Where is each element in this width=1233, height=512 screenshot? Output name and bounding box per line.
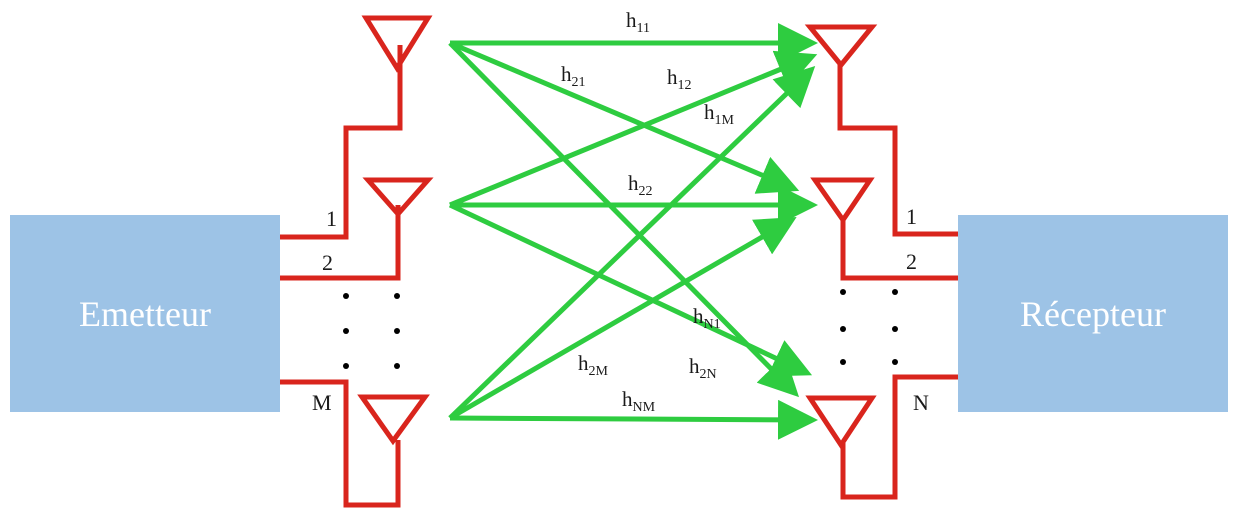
channel-label-h12: h12 bbox=[667, 65, 692, 93]
dot bbox=[892, 326, 898, 332]
tx-wire-1 bbox=[280, 45, 403, 240]
channel-label-h2n: h2N bbox=[689, 354, 717, 382]
channel-label-h1m: h1M bbox=[704, 100, 735, 128]
port-labels: 1 2 M 1 2 N bbox=[312, 204, 929, 415]
channel-links bbox=[448, 23, 818, 440]
rx-wire-1 bbox=[837, 62, 958, 237]
dot bbox=[343, 293, 349, 299]
link-arrow bbox=[448, 41, 800, 398]
tx-wire-2 bbox=[280, 205, 401, 281]
link-arrow bbox=[448, 66, 816, 420]
receiver-block: Récepteur bbox=[958, 215, 1228, 412]
link-arrow bbox=[448, 216, 797, 421]
tx-port-label-m: M bbox=[312, 390, 332, 415]
rx-antenna-n bbox=[805, 395, 877, 450]
dot bbox=[840, 326, 846, 332]
dot bbox=[343, 328, 349, 334]
dot bbox=[343, 363, 349, 369]
rx-port-label-n: N bbox=[913, 390, 929, 415]
receiver-label: Récepteur bbox=[1020, 293, 1166, 334]
dot bbox=[840, 289, 846, 295]
link-arrow bbox=[449, 50, 818, 208]
tx-wire-m bbox=[280, 379, 401, 508]
tx-port-label-1: 1 bbox=[326, 206, 337, 231]
rx-antenna-1 bbox=[804, 24, 878, 69]
transmitter-label: Emetteur bbox=[79, 293, 211, 334]
channel-label-h11: h11 bbox=[626, 8, 650, 36]
receiver-wiring bbox=[804, 24, 958, 500]
channel-label-hnm: hNM bbox=[622, 387, 656, 415]
dot bbox=[892, 289, 898, 295]
channel-label-h21: h21 bbox=[561, 62, 586, 90]
rx-wire-2 bbox=[840, 218, 958, 281]
channel-label-h22: h22 bbox=[628, 171, 653, 199]
dot bbox=[394, 328, 400, 334]
tx-antenna-m bbox=[357, 394, 430, 446]
link-arrow bbox=[449, 40, 800, 194]
ellipsis-dots bbox=[343, 289, 898, 369]
rx-port-label-2: 2 bbox=[906, 249, 917, 274]
channel-labels: h11 h21 h12 h1M h22 hN1 h2M h2N hNM bbox=[561, 8, 735, 415]
dot bbox=[394, 363, 400, 369]
rx-port-label-1: 1 bbox=[906, 204, 917, 229]
channel-label-hn1: hN1 bbox=[693, 304, 721, 332]
dot bbox=[840, 359, 846, 365]
link-arrow bbox=[448, 202, 813, 377]
link-arrow bbox=[449, 399, 818, 440]
transmitter-block: Emetteur bbox=[10, 215, 280, 412]
tx-port-label-2: 2 bbox=[322, 250, 333, 275]
tx-antenna-1 bbox=[361, 15, 433, 73]
rx-antenna-2 bbox=[810, 177, 875, 225]
dot bbox=[394, 293, 400, 299]
transmitter-wiring bbox=[280, 15, 434, 508]
channel-label-h2m: h2M bbox=[578, 351, 609, 379]
rx-wire-n bbox=[840, 374, 958, 500]
dot bbox=[892, 359, 898, 365]
tx-antenna-2 bbox=[362, 177, 434, 218]
